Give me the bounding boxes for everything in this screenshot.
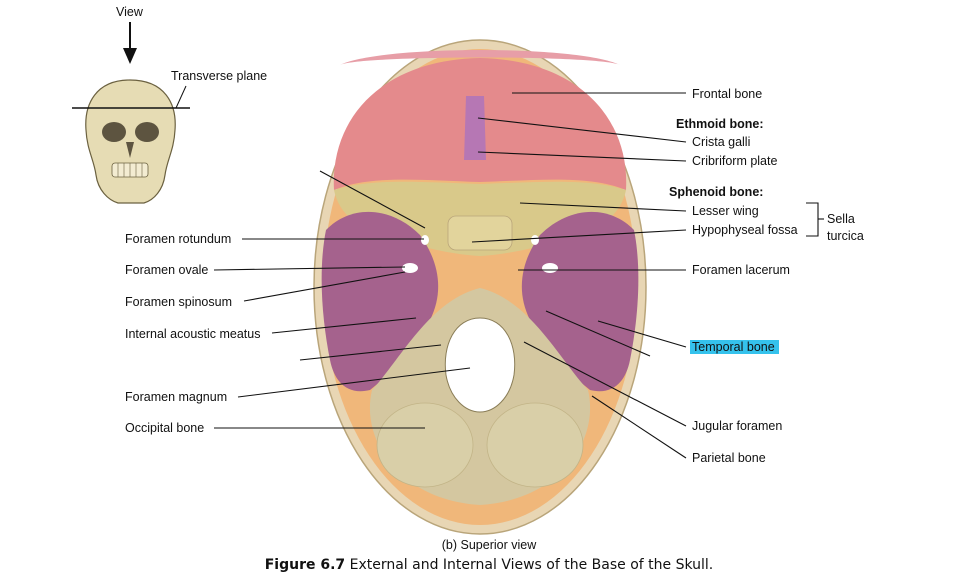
label-occipital-bone: Occipital bone (125, 421, 205, 435)
label-sella-turcica-line2: turcica (827, 229, 864, 243)
label-frontal-bone: Frontal bone (692, 87, 763, 101)
label-parietal-bone: Parietal bone (692, 451, 766, 465)
subcaption: (b) Superior view (441, 538, 537, 552)
label-internal-acoustic-meatus: Internal acoustic meatus (125, 327, 261, 341)
label-temporal-bone-highlighted: Temporal bone (690, 340, 779, 354)
transverse-plane-label: Transverse plane (171, 69, 268, 83)
leader-lines (213, 92, 824, 459)
label-cribriform-plate: Cribriform plate (692, 154, 778, 168)
small-skull-icon (72, 79, 190, 204)
label-foramen-ovale: Foramen ovale (125, 263, 209, 277)
view-arrow-icon (123, 22, 137, 64)
label-foramen-lacerum: Foramen lacerum (692, 263, 790, 277)
label-hypophyseal-fossa: Hypophyseal fossa (692, 223, 798, 237)
label-foramen-spinosum: Foramen spinosum (125, 295, 232, 309)
figure-caption: Figure 6.7 External and Internal Views o… (0, 557, 978, 573)
view-label: View (116, 5, 143, 19)
label-sella-turcica-line1: Sella (827, 212, 855, 226)
heading-ethmoid-bone: Ethmoid bone: (676, 117, 764, 131)
figure-caption-text: External and Internal Views of the Base … (345, 557, 714, 573)
heading-sphenoid-bone: Sphenoid bone: (669, 185, 764, 199)
label-foramen-magnum: Foramen magnum (125, 390, 228, 404)
label-foramen-rotundum: Foramen rotundum (125, 232, 232, 246)
ethmoid-bone-region (464, 96, 486, 160)
label-crista-galli: Crista galli (692, 135, 751, 149)
label-jugular-foramen: Jugular foramen (692, 419, 783, 433)
label-lesser-wing: Lesser wing (692, 204, 759, 218)
skull-base (313, 39, 647, 535)
figure-number: Figure 6.7 (264, 557, 346, 573)
